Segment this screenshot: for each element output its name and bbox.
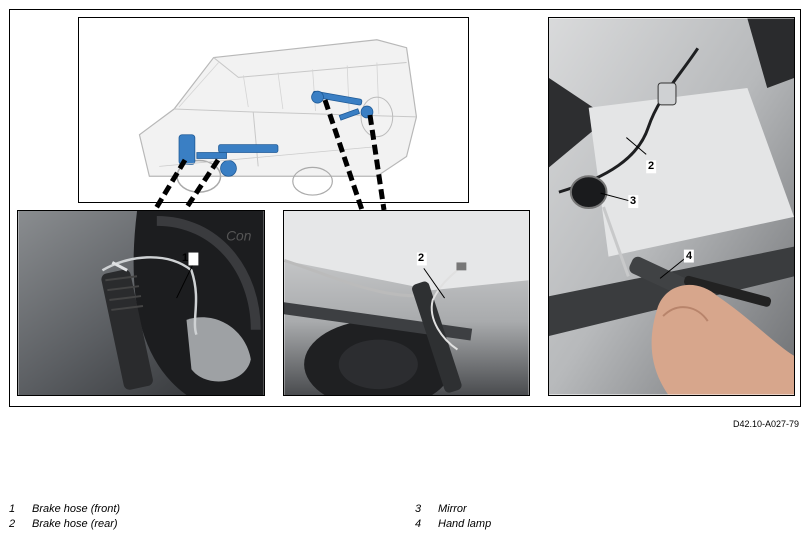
callout-4: 4 (686, 250, 693, 262)
inspection-photo-panel: 2 3 4 (548, 17, 795, 396)
callout-2-rear-axle: 2 (418, 252, 425, 264)
van-illustration (80, 18, 467, 202)
legend-number: 2 (9, 518, 16, 530)
legend-number: 1 (9, 503, 16, 515)
figure-id: D42.10-A027-79 (732, 419, 799, 429)
callout-3: 3 (630, 195, 637, 207)
front-wheel-photo-panel: Con 1 (17, 210, 265, 396)
legend-item: 2 Brake hose (rear) (9, 518, 118, 530)
legend-label: Brake hose (rear) (32, 518, 118, 530)
callout-2-inspection: 2 (648, 160, 655, 172)
rear-axle-photo-panel: 2 (283, 210, 530, 396)
legend-number: 4 (415, 518, 422, 530)
front-wheel-photo: Con (18, 211, 264, 395)
legend-number: 3 (415, 503, 422, 515)
legend-item: 3 Mirror (415, 503, 467, 515)
rear-axle-photo (284, 211, 529, 395)
svg-text:Con: Con (226, 228, 252, 244)
legend-item: 4 Hand lamp (415, 518, 491, 530)
van-illustration-panel (78, 17, 469, 203)
callout-1: 1 (182, 252, 189, 264)
legend-item: 1 Brake hose (front) (9, 503, 120, 515)
legend-label: Hand lamp (438, 518, 492, 530)
legend-label: Brake hose (front) (32, 503, 121, 515)
inspection-photo (549, 18, 794, 395)
legend-label: Mirror (438, 503, 467, 515)
